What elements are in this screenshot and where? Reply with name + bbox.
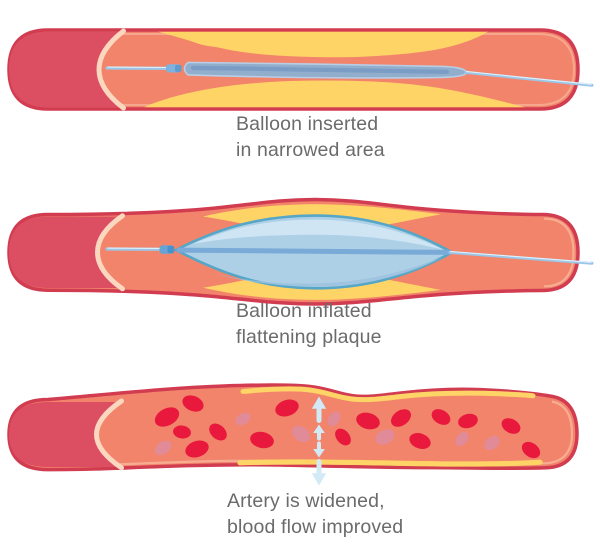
arrow-up-small-head	[313, 424, 325, 433]
widening-arrows-icon	[311, 396, 327, 486]
red-blood-cell	[209, 423, 227, 441]
caption-line: Artery is widened,	[227, 490, 385, 512]
red-blood-cell	[185, 440, 209, 458]
balloon-catheter-deflated	[105, 61, 594, 87]
caption-artery-widened: Artery is widened, blood flow improved	[227, 489, 403, 540]
plaque-remnant-lower	[237, 459, 543, 467]
red-blood-cell-light	[154, 440, 172, 456]
red-blood-cell	[356, 412, 380, 430]
red-blood-cells	[154, 395, 541, 459]
panel-balloon-inserted	[7, 28, 594, 111]
artery-tube	[7, 383, 579, 472]
catheter-hub-tip	[167, 245, 175, 254]
catheter-shaft-core	[190, 65, 450, 74]
red-blood-cell	[501, 418, 521, 434]
catheter-shaft-through-balloon	[176, 247, 452, 255]
arrow-down-small-head	[313, 449, 325, 458]
guidewire-right	[464, 70, 594, 87]
red-blood-cell	[250, 431, 274, 449]
plaque-lower	[144, 80, 525, 108]
panel-artery-widened	[7, 383, 579, 486]
balloon-top-highlight	[193, 219, 443, 250]
red-blood-cells-faint	[154, 411, 500, 456]
plaque-remnant-upper	[240, 386, 536, 403]
red-blood-cell	[182, 395, 204, 412]
red-blood-cell-light	[235, 412, 251, 426]
red-blood-cell-light	[291, 425, 311, 443]
guidewire-right	[448, 250, 594, 265]
balloon-catheter-inflated	[105, 214, 594, 290]
caption-line: flattening plaque	[236, 325, 382, 348]
red-blood-cell	[275, 399, 299, 417]
artery-cut-edge	[93, 398, 124, 471]
caption-line: in narrowed area	[236, 138, 385, 161]
red-blood-cell-light	[484, 435, 500, 451]
red-blood-cell	[521, 441, 541, 459]
artery-inner-lining	[543, 217, 575, 288]
artery-exterior-cap	[9, 31, 122, 108]
red-blood-cell-light	[375, 429, 395, 445]
caption-line: Balloon inserted	[236, 113, 379, 135]
caption-balloon-inserted: Balloon inserted in narrowed area	[236, 112, 385, 163]
artery-exterior-cap	[9, 402, 120, 467]
red-blood-cell	[409, 433, 431, 449]
red-blood-cell	[173, 425, 191, 439]
red-blood-cell-light	[455, 431, 469, 447]
guidewire-right-highlight	[449, 250, 592, 263]
artery-cut-edge	[94, 213, 125, 292]
caption-line: blood flow improved	[227, 515, 404, 538]
catheter-hub-tip	[175, 64, 182, 72]
red-blood-cell-light	[327, 411, 341, 427]
artery-cut-edge	[96, 28, 126, 111]
caption-line: Balloon inflated	[236, 300, 372, 322]
panel-balloon-inflated	[7, 197, 594, 306]
red-blood-cell	[458, 413, 478, 429]
arrow-up-large-head	[311, 396, 327, 409]
guidewire-right-highlight	[465, 70, 592, 85]
plaque-upper	[158, 31, 488, 58]
artery-exterior-cap	[9, 216, 121, 288]
red-blood-cell	[391, 409, 411, 427]
red-blood-cell	[335, 428, 351, 446]
red-blood-cell	[431, 409, 451, 425]
caption-balloon-inflated: Balloon inflated flattening plaque	[236, 299, 382, 350]
red-blood-cell	[154, 407, 180, 427]
arrow-down-large-head	[311, 473, 327, 486]
